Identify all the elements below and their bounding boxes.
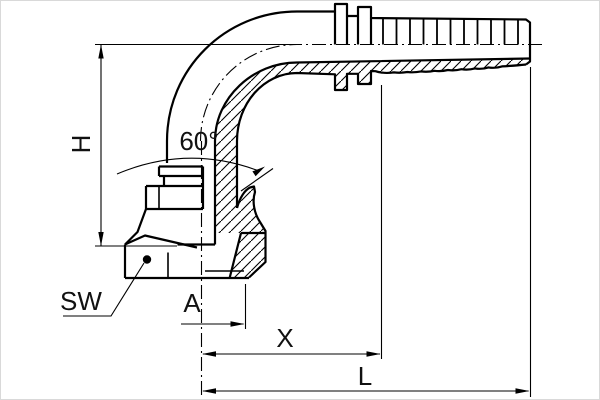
sw-marker-dot bbox=[142, 255, 152, 264]
sw-callout: SW bbox=[60, 255, 152, 317]
dimension-l: L bbox=[202, 67, 532, 397]
dim-label-x: X bbox=[276, 323, 293, 353]
angle-leg-line bbox=[240, 168, 274, 192]
fitting-outline bbox=[165, 2, 532, 245]
hose-tail-profile bbox=[297, 2, 532, 66]
nut-flare bbox=[124, 208, 148, 246]
dimension-x: X bbox=[202, 85, 383, 359]
trumpet-contour bbox=[235, 185, 267, 233]
dim-label-h: H bbox=[66, 135, 96, 154]
angle-annotation: 60° bbox=[116, 126, 274, 192]
angle-label: 60° bbox=[179, 126, 218, 156]
bend-centerline-arc bbox=[199, 43, 298, 142]
swivel-nut-assembly bbox=[123, 165, 267, 280]
hose-tail-bottom-profile bbox=[235, 63, 527, 208]
sw-label: SW bbox=[60, 286, 102, 316]
barb-grooves bbox=[382, 18, 519, 45]
dimension-h: H bbox=[66, 43, 288, 247]
dimension-a: A bbox=[181, 284, 247, 329]
elbow-outer-contour bbox=[165, 10, 298, 163]
bore-contour bbox=[213, 57, 531, 245]
angle-arc bbox=[116, 157, 260, 175]
cone-seat-block bbox=[228, 231, 267, 279]
dim-label-l: L bbox=[358, 361, 372, 391]
centerlines bbox=[199, 43, 542, 396]
sw-leader-line bbox=[63, 262, 145, 317]
ferrule-collar-edges bbox=[333, 11, 373, 45]
collar-stack bbox=[144, 165, 205, 211]
dim-label-a: A bbox=[183, 288, 201, 318]
